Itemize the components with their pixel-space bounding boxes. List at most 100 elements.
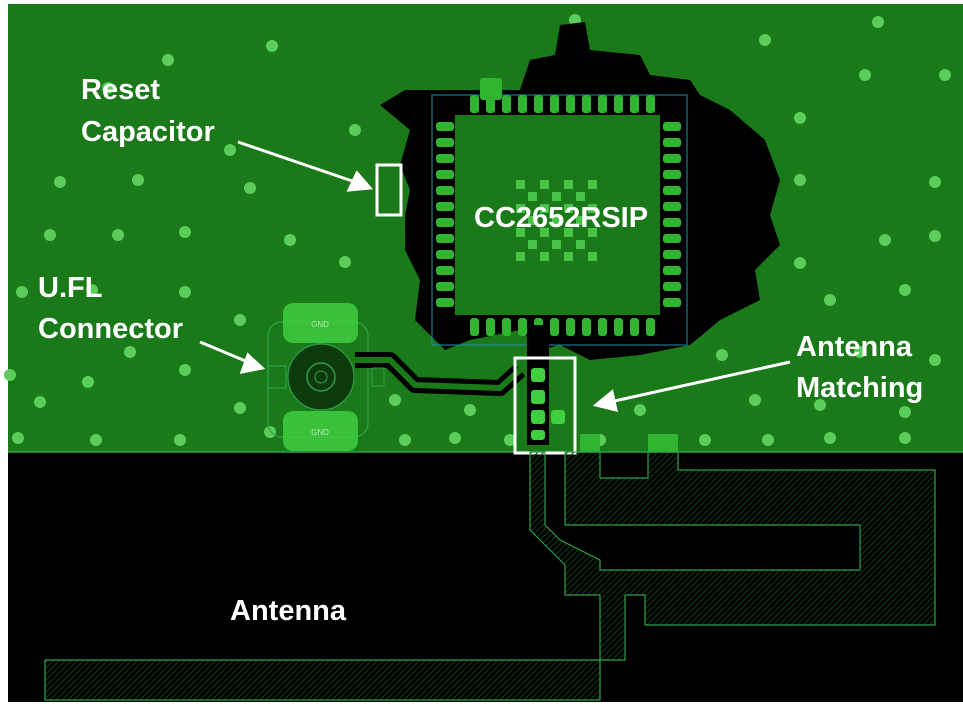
rf-trace	[355, 352, 526, 396]
chip-pad	[646, 318, 655, 336]
thermal-via	[564, 204, 573, 213]
via	[16, 286, 28, 298]
via	[794, 174, 806, 186]
chip-pad	[518, 318, 527, 336]
chip-pad	[614, 95, 623, 113]
chip-pad	[436, 282, 454, 291]
via	[34, 396, 46, 408]
antenna-matching-arrow	[609, 360, 791, 404]
via	[399, 434, 411, 446]
via	[266, 40, 278, 52]
ufl-gnd-pad-bottom	[283, 411, 358, 451]
via	[224, 144, 236, 156]
annotation-arrows	[199, 140, 791, 413]
thermal-via	[540, 180, 549, 189]
thermal-via	[576, 216, 585, 225]
chip-pad	[663, 266, 681, 275]
chip-pad	[663, 186, 681, 195]
via	[339, 256, 351, 268]
thermal-via	[540, 204, 549, 213]
via	[794, 257, 806, 269]
antenna-matching-label-line2: Matching	[796, 372, 923, 404]
chip-pad	[663, 218, 681, 227]
via	[264, 426, 276, 438]
chip-pad	[436, 250, 454, 259]
chip-pad	[436, 266, 454, 275]
via	[929, 354, 941, 366]
antenna-feed-pad-1	[580, 434, 600, 452]
chip-pad	[550, 95, 559, 113]
gnd-label-top: GND	[311, 320, 329, 329]
thermal-via	[516, 228, 525, 237]
via	[244, 182, 256, 194]
thermal-pad-grid	[516, 180, 597, 261]
thermal-via	[588, 228, 597, 237]
thermal-via	[516, 204, 525, 213]
chip-label: CC2652RSIP	[474, 202, 648, 234]
via	[759, 34, 771, 46]
reset-capacitor-box	[375, 163, 403, 217]
via	[504, 434, 516, 446]
antenna-label: Antenna	[230, 595, 347, 627]
chip-pad	[436, 170, 454, 179]
ufl-arrowhead	[239, 352, 266, 374]
thermal-via	[540, 228, 549, 237]
thermal-via	[540, 252, 549, 261]
via	[54, 176, 66, 188]
chip-outline	[431, 94, 688, 346]
antenna-feed-pad-2	[648, 434, 678, 452]
thermal-via	[564, 180, 573, 189]
ufl-gnd-pad-top	[283, 303, 358, 343]
chip-pad	[486, 318, 495, 336]
via	[814, 399, 826, 411]
via	[44, 229, 56, 241]
chip-pad	[663, 202, 681, 211]
thermal-via	[588, 252, 597, 261]
thermal-via	[552, 240, 561, 249]
via	[179, 364, 191, 376]
chip-pad	[663, 282, 681, 291]
ufl-connector: GND GND	[267, 303, 369, 451]
via	[132, 174, 144, 186]
antenna-matching-arrowhead	[592, 389, 618, 413]
thermal-via	[528, 240, 537, 249]
via	[449, 432, 461, 444]
chip-pad	[502, 95, 511, 113]
thermal-via	[588, 180, 597, 189]
chip-pad	[663, 122, 681, 131]
chip-pad	[502, 318, 511, 336]
via	[86, 284, 98, 296]
via	[349, 124, 361, 136]
chip-body	[455, 115, 660, 315]
chip-pad	[436, 186, 454, 195]
thermal-via	[528, 216, 537, 225]
ufl-label-line1: U.FL	[38, 272, 102, 304]
thermal-via	[564, 228, 573, 237]
via	[102, 82, 114, 94]
via	[824, 432, 836, 444]
via	[112, 229, 124, 241]
via	[234, 402, 246, 414]
via	[284, 234, 296, 246]
thermal-via	[588, 204, 597, 213]
via	[124, 346, 136, 358]
chip-footprint	[380, 22, 780, 360]
reset-capacitor-arrow	[237, 140, 359, 185]
matching-network	[527, 325, 565, 445]
chip-pad	[436, 234, 454, 243]
thermal-via	[528, 192, 537, 201]
pcb-antenna-trace	[44, 451, 936, 701]
ufl-label-line2: Connector	[38, 313, 183, 345]
ufl-center-ring	[306, 362, 336, 392]
thermal-via	[552, 192, 561, 201]
chip-pad	[566, 318, 575, 336]
chip-pad	[663, 170, 681, 179]
via	[824, 294, 836, 306]
chip-pad	[436, 202, 454, 211]
via	[234, 314, 246, 326]
chip-pad	[436, 298, 454, 307]
chip-pad	[630, 318, 639, 336]
chip-pad	[598, 95, 607, 113]
via	[899, 406, 911, 418]
